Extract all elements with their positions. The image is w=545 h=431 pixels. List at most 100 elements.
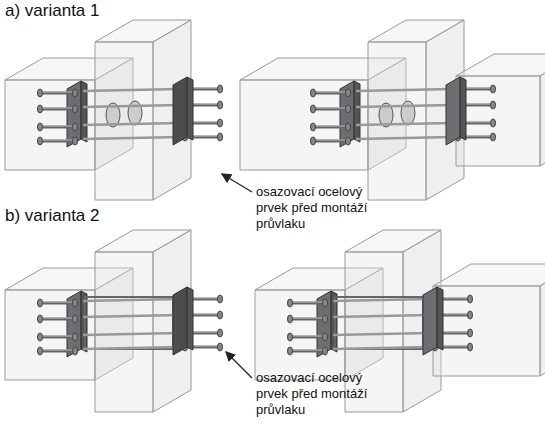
bolt-head — [218, 295, 223, 303]
bolt — [40, 302, 75, 305]
steel-frame — [85, 297, 173, 349]
bolt-shine — [40, 126, 75, 127]
bolt-shine — [40, 302, 75, 303]
bolt-head — [73, 347, 78, 355]
bolt — [356, 89, 452, 91]
leader-line — [226, 352, 252, 378]
beam-front — [433, 286, 540, 376]
callout-note: osazovací ocelový prvek před montáží prů… — [256, 370, 396, 418]
bolt-head — [311, 89, 316, 97]
bolt — [83, 89, 179, 91]
bolt-head — [323, 333, 328, 341]
bolt-head — [323, 347, 328, 355]
column-front — [95, 252, 153, 412]
bolt-head — [311, 105, 316, 113]
bolt — [83, 347, 179, 349]
bolt-shine — [40, 350, 75, 351]
bolt-head — [38, 89, 43, 97]
bolt-head — [218, 85, 223, 93]
bolt — [40, 92, 75, 95]
beam-front — [456, 76, 540, 166]
steel-plate-edge — [460, 77, 466, 140]
bolt-shine — [313, 108, 348, 109]
column-side — [426, 20, 464, 200]
bolt — [313, 126, 348, 129]
bolt — [83, 315, 179, 317]
bolt-head — [218, 133, 223, 141]
bolt-head — [73, 333, 78, 341]
bolt — [356, 123, 452, 125]
bolt-head — [468, 311, 473, 319]
bolt-shine — [313, 92, 348, 93]
beam-front — [255, 290, 345, 380]
bolt-shine — [40, 140, 75, 141]
beam-side — [540, 54, 545, 166]
bolt-head — [218, 119, 223, 127]
bolt — [356, 137, 452, 139]
bolt-head — [346, 105, 351, 113]
bolt-shine — [40, 92, 75, 93]
bolt-shine — [40, 108, 75, 109]
bolt-head — [346, 137, 351, 145]
bolt-head — [218, 329, 223, 337]
bolt-shine — [290, 318, 325, 319]
bolt-head — [323, 299, 328, 307]
bolt-head — [73, 123, 78, 131]
bolt-shine — [40, 318, 75, 319]
bolt-head — [323, 315, 328, 323]
steel-plate — [446, 77, 460, 145]
steel-plate — [67, 291, 81, 357]
bolt-head — [73, 315, 78, 323]
bolt-head — [38, 315, 43, 323]
bolt — [333, 347, 429, 349]
bolt-head — [73, 137, 78, 145]
column-front — [95, 42, 153, 200]
beam-front — [5, 80, 95, 170]
bolt — [290, 350, 325, 353]
beam-top — [456, 54, 545, 76]
steel-plate — [340, 81, 354, 147]
bolt-head — [288, 315, 293, 323]
bolt-head — [288, 299, 293, 307]
bolt-head — [38, 105, 43, 113]
bolt-head — [218, 311, 223, 319]
bolt-head — [73, 299, 78, 307]
bolt-head — [73, 89, 78, 97]
bolt — [83, 105, 179, 107]
bolt — [356, 105, 452, 107]
bolt-head — [38, 347, 43, 355]
callout-note: osazovací ocelový prvek před montáží prů… — [256, 184, 396, 232]
bolt-shine — [313, 126, 348, 127]
beam-front — [5, 290, 95, 380]
bolt — [83, 137, 179, 139]
steel-plate — [423, 287, 437, 355]
bolt — [333, 315, 429, 317]
bolt-head — [491, 133, 496, 141]
bolt-head — [38, 137, 43, 145]
beam-top — [433, 264, 545, 286]
steel-plate — [317, 291, 331, 357]
bolt — [40, 336, 75, 339]
bolt-shine — [290, 302, 325, 303]
bolt-head — [38, 299, 43, 307]
bolt — [333, 333, 429, 335]
leader-line — [222, 174, 252, 192]
bolt — [290, 318, 325, 321]
bolt — [83, 123, 179, 125]
bolt-head — [346, 89, 351, 97]
bolt-head — [311, 137, 316, 145]
variant-heading: b) varianta 2 — [5, 206, 100, 226]
bolt — [313, 140, 348, 143]
bolt — [83, 299, 179, 301]
steel-plate-edge — [437, 287, 443, 350]
bolt — [40, 350, 75, 353]
steel-plate-edge — [187, 77, 193, 140]
bolt — [40, 318, 75, 321]
bolt — [290, 336, 325, 339]
bolt — [40, 140, 75, 143]
bolt-shine — [313, 140, 348, 141]
bolt — [313, 92, 348, 95]
bolt-shine — [290, 350, 325, 351]
bolt-head — [491, 119, 496, 127]
column-side — [153, 20, 191, 200]
